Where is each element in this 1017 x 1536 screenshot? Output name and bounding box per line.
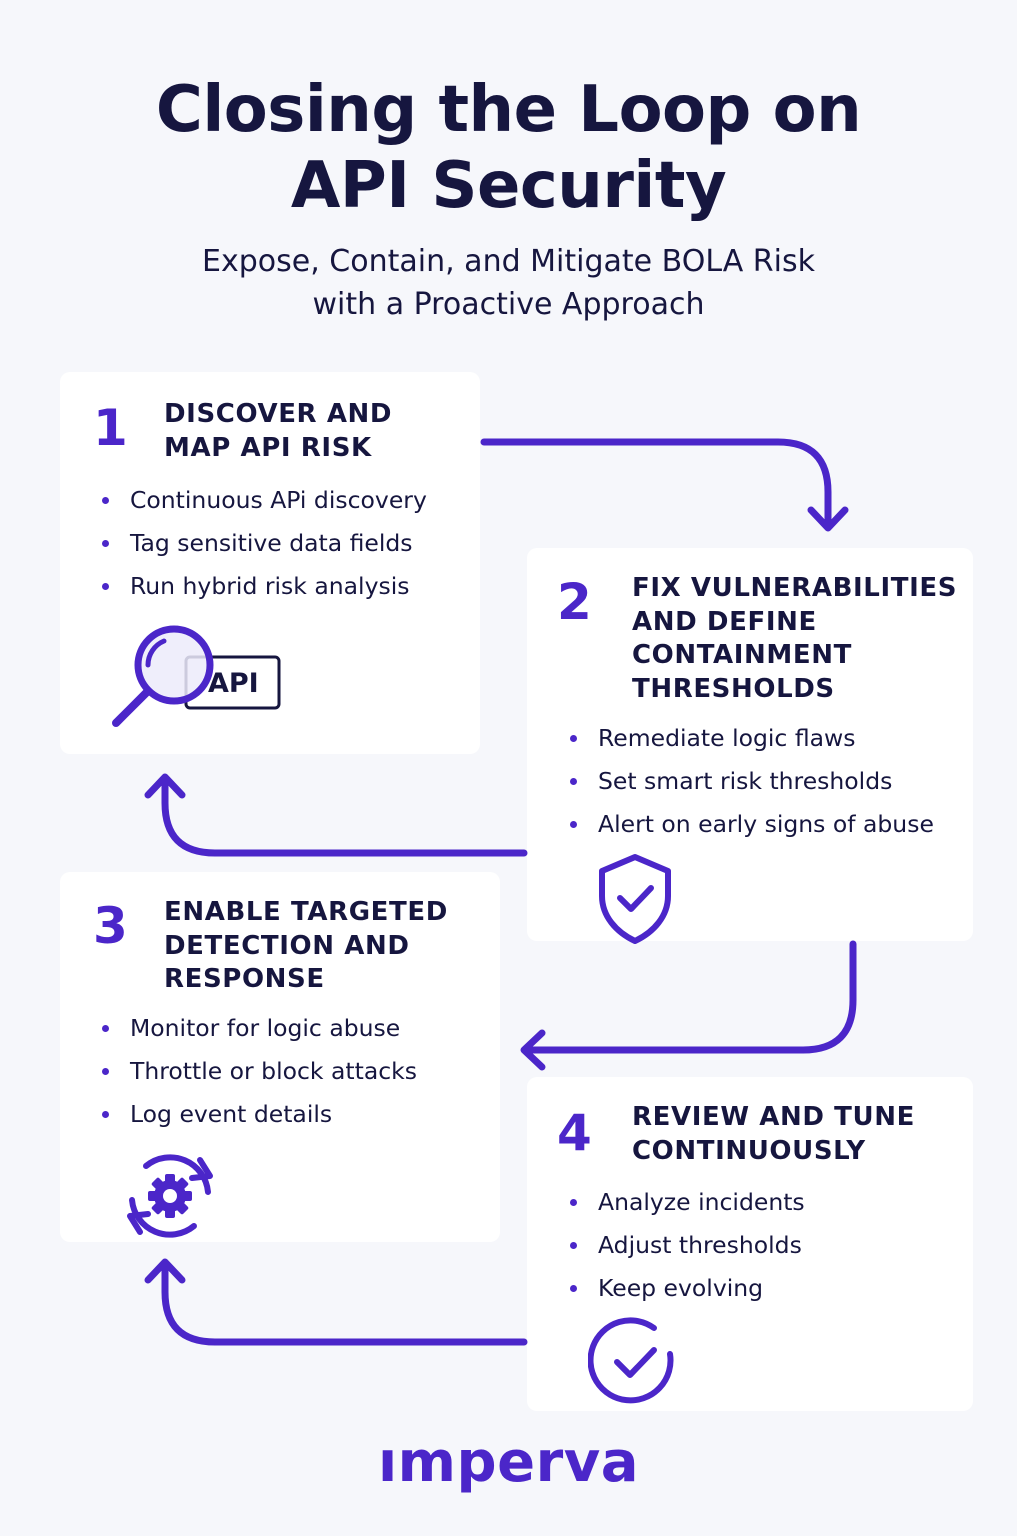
bullet-item: Remediate logic flaws (568, 717, 934, 760)
step-2-title-line: FIX VULNERABILITIES (632, 573, 958, 603)
step-3-number: 3 (93, 897, 128, 955)
step-3-title-line: DETECTION AND (164, 930, 410, 961)
step-1-number: 1 (93, 399, 128, 457)
step-3-title-line: ENABLE TARGETED (164, 897, 448, 927)
step-4-card (527, 1077, 973, 1411)
bullet-item: Continuous APi discovery (100, 479, 427, 522)
step-3-title: ENABLE TARGETED DETECTION AND RESPONSE (164, 896, 448, 997)
step-4-title-line: REVIEW AND TUNE (632, 1102, 915, 1132)
step-3-card (60, 872, 500, 1242)
bullet-item: Monitor for logic abuse (100, 1007, 417, 1050)
bullet-item: Keep evolving (568, 1267, 805, 1310)
step-3-title-line: RESPONSE (164, 964, 325, 994)
step-2-bullets: Remediate logic flaws Set smart risk thr… (568, 717, 934, 846)
step-1-title: DISCOVER AND MAP API RISK (164, 398, 392, 465)
imperva-logo: ımperva (377, 1430, 640, 1495)
step-3-bullets: Monitor for logic abuse Throttle or bloc… (100, 1007, 417, 1136)
arrow-step-4-to-3-head (144, 1258, 186, 1284)
bullet-item: Throttle or block attacks (100, 1050, 417, 1093)
page-title: Closing the Loop on API Security (0, 72, 1017, 224)
bullet-item: Log event details (100, 1093, 417, 1136)
step-1-title-line: MAP API RISK (164, 432, 372, 463)
bullet-item: Set smart risk thresholds (568, 760, 934, 803)
title-line-2: API Security (290, 149, 727, 223)
bullet-item: Run hybrid risk analysis (100, 565, 427, 608)
arrow-step-2-to-1-head (144, 773, 186, 799)
step-2-title-line: CONTAINMENT (632, 640, 852, 670)
arrow-step-2-to-3 (522, 940, 857, 1054)
subtitle-line-1: Expose, Contain, and Mitigate BOLA Risk (202, 244, 815, 279)
gear-cycle-icon (127, 1154, 213, 1238)
step-1-title-line: DISCOVER AND (164, 399, 393, 429)
step-2-number: 2 (557, 573, 592, 631)
step-2-title-line: AND DEFINE (632, 606, 817, 637)
step-4-title: REVIEW AND TUNE CONTINUOUSLY (632, 1101, 915, 1168)
bullet-item: Alert on early signs of abuse (568, 803, 934, 846)
arrow-step-4-to-3 (161, 1260, 528, 1346)
step-2-title-line: THRESHOLDS (632, 673, 835, 704)
step-4-title-line: CONTINUOUSLY (632, 1135, 866, 1166)
circle-check-icon (588, 1317, 674, 1404)
shield-check-icon (599, 854, 671, 944)
arrow-step-2-to-1 (161, 775, 528, 857)
arrow-step-1-to-2 (480, 438, 832, 530)
step-4-number: 4 (557, 1104, 592, 1162)
subtitle-line-2: with a Proactive Approach (312, 287, 705, 322)
step-4-bullets: Analyze incidents Adjust thresholds Keep… (568, 1181, 805, 1310)
step-1-bullets: Continuous APi discovery Tag sensitive d… (100, 479, 427, 608)
title-line-1: Closing the Loop on (155, 73, 862, 147)
api-label: API (208, 668, 259, 699)
bullet-item: Analyze incidents (568, 1181, 805, 1224)
bullet-item: Adjust thresholds (568, 1224, 805, 1267)
arrow-step-2-to-3-head (520, 1029, 546, 1071)
step-2-title: FIX VULNERABILITIES AND DEFINE CONTAINME… (632, 572, 957, 706)
magnifier-api-icon: API (112, 625, 281, 727)
bullet-item: Tag sensitive data fields (100, 522, 427, 565)
page-subtitle: Expose, Contain, and Mitigate BOLA Risk … (0, 240, 1017, 326)
arrow-step-1-to-2-head (807, 506, 849, 532)
